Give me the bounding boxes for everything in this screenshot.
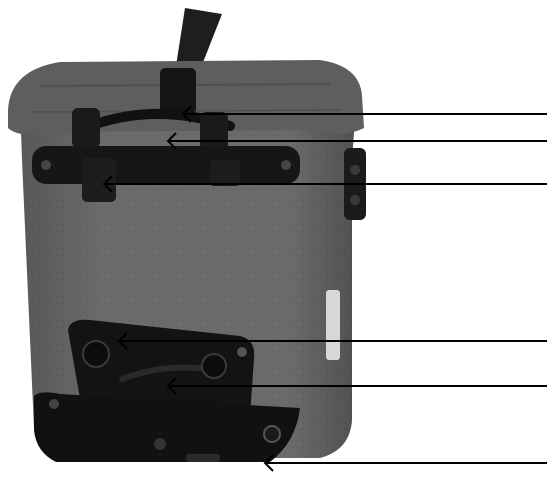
strap-buckle <box>160 68 196 114</box>
arrow-left-icon <box>102 175 547 193</box>
bottom-bumper <box>34 392 300 462</box>
reflector-strip <box>326 290 340 360</box>
top-strap <box>176 8 222 70</box>
arrow-left-icon <box>166 377 547 395</box>
hook-rail <box>32 146 300 184</box>
arrow-left-icon <box>263 454 547 472</box>
arrow-left-icon <box>117 332 547 350</box>
corner-bolt <box>263 425 281 443</box>
callouts <box>102 105 547 472</box>
arrow-left-icon <box>166 132 547 150</box>
arrow-left-icon <box>181 105 547 123</box>
hook-bracket <box>82 158 116 202</box>
lower-knob <box>82 340 110 368</box>
